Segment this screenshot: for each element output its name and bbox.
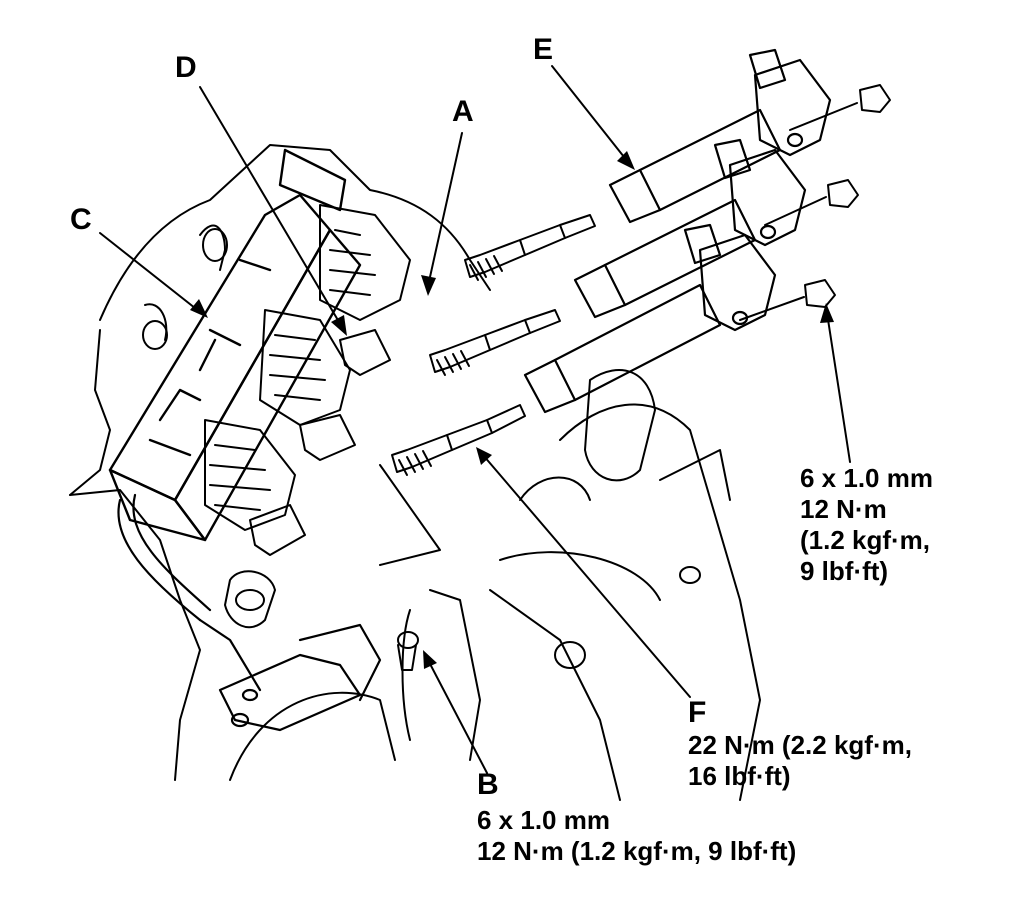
intake-manifold [401, 369, 761, 801]
callout-arrows [99, 65, 851, 774]
b-torque-spec: 6 x 1.0 mm 12 N·m (1.2 kgf·m, 9 lbf·ft) [477, 805, 796, 867]
spark-plugs [391, 214, 596, 476]
coil-bolts [804, 84, 891, 308]
callout-label-b: B [477, 768, 499, 801]
callout-label-a: A [452, 95, 474, 128]
bolt-b [397, 631, 419, 671]
ground-bracket [218, 623, 382, 732]
bolt-spec-line-1: 6 x 1.0 mm [800, 463, 933, 493]
callout-label-c: C [70, 203, 92, 236]
spark-plug-torque-spec: 22 N·m (2.2 kgf·m, 16 lbf·ft) [688, 730, 912, 792]
arrow-heads [190, 151, 834, 669]
f-spec-line-2: 16 lbf·ft) [688, 761, 791, 791]
ignition-coils [523, 48, 832, 414]
bolt-spec-line-4: 9 lbf·ft) [800, 556, 889, 586]
wire-harness [117, 493, 262, 692]
cylinder-head-cover [108, 148, 362, 542]
callout-label-d: D [175, 51, 197, 84]
coil-connectors [224, 329, 391, 629]
f-spec-line-1: 22 N·m (2.2 kgf·m, [688, 730, 912, 760]
callout-label-f: F [688, 696, 707, 729]
engine-head-outline [69, 144, 491, 781]
bolt-spec-line-2: 12 N·m [800, 494, 887, 524]
callout-label-e: E [533, 33, 554, 66]
installed-coils [204, 204, 411, 531]
b-spec-line-1: 6 x 1.0 mm [477, 805, 610, 835]
bolt-spec-line-3: (1.2 kgf·m, [800, 525, 931, 555]
b-spec-line-2: 12 N·m (1.2 kgf·m, 9 lbf·ft) [477, 836, 797, 866]
bolt-torque-spec: 6 x 1.0 mm 12 N·m (1.2 kgf·m, 9 lbf·ft) [800, 463, 933, 587]
leader-lines [379, 102, 858, 566]
